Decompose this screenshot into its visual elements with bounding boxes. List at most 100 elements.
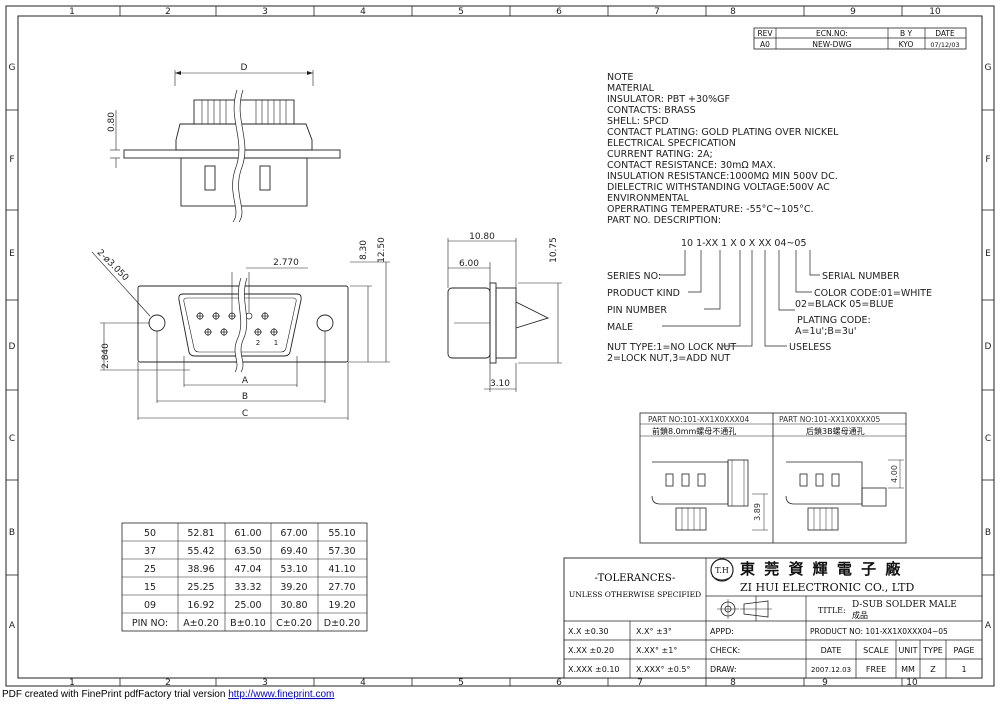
title-block: -TOLERANCES- UNLESS OTHERWISE SPECIFIED … <box>563 557 983 679</box>
rev-value-ecn: NEW-DWG <box>812 40 851 49</box>
note-line-5: CONTACT PLATING: GOLD PLATING OVER NICKE… <box>607 127 839 138</box>
row-letters-left: G F E D C B A <box>9 63 16 631</box>
tol-angular-3: X.XXX° ±0.5° <box>636 665 690 674</box>
val-scale: FREE <box>866 665 886 674</box>
detail-right-subtitle: 后鎖3B螺母通孔 <box>806 426 865 436</box>
title-value-1: D-SUB SOLDER MALE <box>852 600 957 610</box>
table-header-c: C±0.20 <box>276 618 312 629</box>
hdr-scale: SCALE <box>863 646 889 655</box>
col-num-7: 7 <box>654 7 660 17</box>
tol-linear-2: X.XX ±0.20 <box>568 646 614 655</box>
company-logo: T.H <box>710 558 734 582</box>
row-letter-d-right: D <box>985 342 992 352</box>
table-cell-0-2: 61.00 <box>234 528 261 539</box>
dimension-table: 50 52.81 61.00 67.00 55.10 37 55.42 63.5… <box>121 522 368 632</box>
tol-angular-1: X.X° ±3° <box>636 627 672 636</box>
col-num-4: 4 <box>360 7 366 17</box>
table-cell-2-3: 53.10 <box>280 564 307 575</box>
col-num-6-bottom: 6 <box>556 678 562 688</box>
table-cell-0-0: 50 <box>144 528 156 539</box>
detail-left-dim: 3.89 <box>753 503 762 521</box>
col-num-5-bottom: 5 <box>458 678 464 688</box>
table-header-pin-no: PIN NO: <box>132 618 168 629</box>
table-header-b: B±0.10 <box>230 618 266 629</box>
table-header-d: D±0.20 <box>324 618 360 629</box>
logo-text: T.H <box>715 566 729 575</box>
detail-left-title: PART NO:101-XX1X0XXX04 <box>648 415 750 424</box>
label-plating-code-2: A=1u';B=3u' <box>795 326 857 337</box>
col-num-2-bottom: 2 <box>165 678 171 688</box>
val-page: 1 <box>961 665 966 674</box>
rev-value-rev: A0 <box>760 40 770 49</box>
rev-header-by: B Y <box>900 29 913 38</box>
row-letter-f: F <box>9 155 14 165</box>
side-view-dimensions: 10.80 6.00 10.75 3.10 <box>459 232 559 389</box>
col-num-1: 1 <box>69 7 75 17</box>
table-cell-2-2: 47.04 <box>234 564 261 575</box>
detail-views: PART NO:101-XX1X0XXX04 前鎖8.0mm螺母不通孔 PART… <box>639 412 907 544</box>
table-cell-3-4: 27.70 <box>328 582 355 593</box>
hdr-type: TYPE <box>922 646 943 655</box>
table-cell-3-3: 39.20 <box>280 582 307 593</box>
row-letter-a: A <box>9 621 16 631</box>
rev-value-by: KYO <box>899 40 914 49</box>
dim-top-d: D <box>241 63 248 73</box>
col-num-2: 2 <box>165 7 171 17</box>
footer-link[interactable]: http://www.fineprint.com <box>228 689 335 700</box>
label-series-no: SERIES NO: <box>607 271 661 282</box>
pin-label-1: 1 <box>274 339 278 347</box>
revision-table: REV ECN.NO: B Y DATE A0 NEW-DWG KYO 07/1… <box>753 27 967 50</box>
label-color-code-1: COLOR CODE:01=WHITE <box>814 288 932 299</box>
note-line-2: INSULATOR: PBT +30%GF <box>607 94 730 105</box>
table-header-a: A±0.20 <box>183 618 219 629</box>
rev-value-date: 07/12/03 <box>930 41 959 49</box>
label-nut-type-1: NUT TYPE:1=NO LOCK NUT <box>607 342 736 353</box>
row-letter-c: C <box>9 434 15 444</box>
table-cell-3-0: 15 <box>144 582 156 593</box>
column-numbers-top: 1 2 3 4 5 6 7 8 9 10 <box>69 7 941 17</box>
dim-front-1250: 12.50 <box>377 237 387 263</box>
table-cell-1-3: 69.40 <box>280 546 307 557</box>
pdf-footer: PDF created with FinePrint pdfFactory tr… <box>2 689 334 700</box>
table-cell-1-2: 63.50 <box>234 546 261 557</box>
table-cell-2-1: 38.96 <box>187 564 214 575</box>
company-name-cn: 東 莞 資 輝 電 子 廠 <box>740 560 902 578</box>
table-cell-2-4: 41.10 <box>328 564 355 575</box>
col-num-9: 9 <box>850 7 856 17</box>
tolerances-heading: -TOLERANCES- <box>595 573 676 584</box>
hdr-page: PAGE <box>954 646 975 655</box>
table-cell-2-0: 25 <box>144 564 156 575</box>
dim-side-600: 6.00 <box>459 259 479 269</box>
hdr-date: DATE <box>821 646 842 655</box>
row-letter-e: E <box>9 249 15 259</box>
front-view-drawing <box>91 251 390 420</box>
dim-side-1075: 10.75 <box>549 237 559 263</box>
part-number-breakdown: 10 1-XX 1 X 0 X XX 04~05 SERIES NO: PROD… <box>607 238 932 364</box>
notes-block: NOTE MATERIAL INSULATOR: PBT +30%GF CONT… <box>607 72 839 226</box>
row-letter-f-right: F <box>985 155 990 165</box>
val-type: Z <box>930 665 936 674</box>
row-letter-g-right: G <box>985 63 992 73</box>
check-label: CHECK: <box>710 646 740 655</box>
dim-front-c: C <box>242 409 248 419</box>
dim-top-080: 0.80 <box>107 112 117 132</box>
col-num-10-bottom: 10 <box>906 678 918 688</box>
table-cell-0-4: 55.10 <box>328 528 355 539</box>
dim-side-1080: 10.80 <box>469 232 495 242</box>
tol-linear-3: X.XXX ±0.10 <box>568 665 620 674</box>
table-cell-1-4: 57.30 <box>328 546 355 557</box>
table-cell-4-1: 16.92 <box>187 600 214 611</box>
dim-front-2840: 2.840 <box>101 343 111 369</box>
table-cell-1-1: 55.42 <box>187 546 214 557</box>
outer-frame <box>5 5 995 687</box>
val-unit: MM <box>901 665 915 674</box>
title-label: TITLE: <box>818 606 846 615</box>
col-num-10: 10 <box>929 7 941 17</box>
rev-header-rev: REV <box>757 29 773 38</box>
note-line-4: SHELL: SPCD <box>607 116 669 127</box>
rev-header-ecn: ECN.NO: <box>816 29 848 38</box>
note-line-0: NOTE <box>607 72 633 83</box>
row-letter-b-right: B <box>985 528 991 538</box>
table-cell-3-1: 25.25 <box>187 582 214 593</box>
